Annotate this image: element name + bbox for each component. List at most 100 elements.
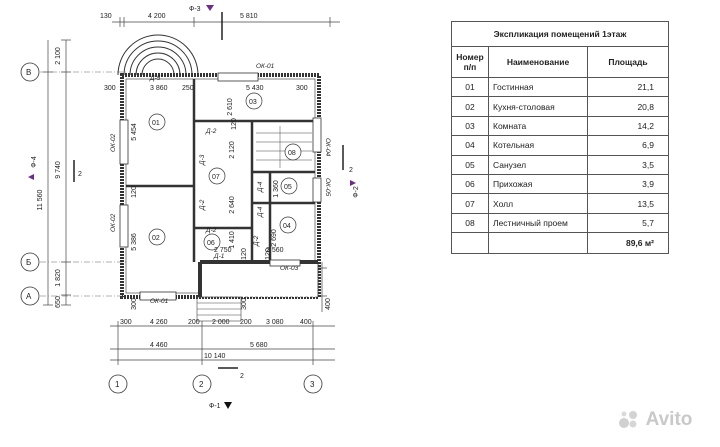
- axis-col-2: 2: [199, 380, 204, 389]
- table-total-row: 89,6 м²: [451, 232, 669, 255]
- bottom-dim-300: 300: [120, 319, 132, 326]
- section-label-left: Ф-4: [31, 156, 38, 168]
- table-row: 07 Холл 13,5: [451, 193, 669, 214]
- room-02: 02: [152, 235, 160, 242]
- axis-row-a: А: [26, 292, 32, 301]
- row-number: 01: [451, 76, 489, 98]
- room-08: 08: [288, 150, 296, 157]
- row-area: 14,2: [587, 115, 669, 137]
- avito-logo-icon: [619, 410, 637, 428]
- inner-dim-300-d: 300: [241, 298, 248, 310]
- window-label-top: ОК-01: [256, 63, 275, 70]
- door-label-d2-a: Д-2: [205, 128, 217, 135]
- bottom-dim-200-a: 200: [188, 319, 200, 326]
- top-dimension-line: [112, 17, 340, 27]
- section-mark-right: [342, 145, 356, 186]
- row-name: Гостинная: [488, 76, 588, 98]
- inner-dim-120-a: 120: [231, 118, 238, 130]
- total-area: 89,6 м²: [587, 232, 669, 255]
- room-explication-table: Экспликация помещений 1этаж Номер п/п На…: [451, 21, 669, 255]
- top-dim-5810: 5 810: [240, 13, 258, 20]
- door-label-d4-a: Д-4: [257, 181, 264, 193]
- header-name: Наименование: [488, 46, 588, 78]
- inner-dim-2750: 2 750: [214, 247, 232, 254]
- room-markers: [148, 92, 302, 251]
- door-label-d4-b: Д-4: [257, 206, 264, 218]
- inner-dim-250: 250: [182, 85, 194, 92]
- row-name: Санузел: [488, 154, 588, 175]
- row-name: Холл: [488, 193, 588, 214]
- left-dim-2100: 2 100: [55, 47, 62, 65]
- row-area: 21,1: [587, 76, 669, 98]
- left-dim-650: 650: [55, 296, 62, 308]
- porch-steps: [196, 296, 242, 322]
- inner-dim-300-b: 300: [296, 85, 308, 92]
- inner-dim-2610: 2 610: [227, 98, 234, 116]
- row-area: 6,9: [587, 135, 669, 156]
- axis-row-v: В: [26, 68, 31, 77]
- watermark-text: Avito: [645, 409, 693, 430]
- bottom-dim-2000: 2 000: [212, 319, 230, 326]
- window-label-porch: ОК-03: [280, 265, 299, 272]
- header-area: Площадь: [587, 46, 669, 78]
- section-label-bottom: Ф-1: [209, 403, 221, 410]
- total-empty-cell: [451, 232, 489, 255]
- windows: [119, 72, 322, 301]
- bottom-dim-400: 400: [300, 319, 312, 326]
- inner-dim-2560: 2 560: [266, 247, 284, 254]
- room-01: 01: [152, 120, 160, 127]
- bottom-dim-4260: 4 260: [150, 319, 168, 326]
- bottom-dim-4460: 4 460: [150, 342, 168, 349]
- inner-dim-120-b: 120: [131, 186, 138, 198]
- row-number: 07: [451, 193, 489, 214]
- inner-dim-2640: 2 640: [229, 196, 236, 214]
- section-arrow-icon: [350, 180, 356, 186]
- inner-stair: [256, 126, 312, 168]
- door-label-d3: Д-3: [199, 154, 206, 166]
- window-label-right-1: ОК-04: [324, 138, 331, 157]
- window-label-right-2: ОК-05: [324, 178, 331, 197]
- window-label-left-2: ОК-02: [110, 213, 117, 232]
- inner-dim-400: 400: [325, 298, 332, 310]
- table-header-row: Номер п/п Наименование Площадь: [451, 46, 669, 78]
- row-number: 04: [451, 135, 489, 156]
- table-row: 04 Котельная 6,9: [451, 135, 669, 156]
- inner-dim-1360: 1 360: [273, 180, 280, 198]
- total-empty-cell: [488, 232, 588, 255]
- section-label-top: Ф-3: [189, 6, 201, 13]
- section-arrow-icon: [224, 402, 232, 409]
- section-num-bottom: 2: [240, 373, 244, 380]
- left-dim-1820: 1 820: [55, 269, 62, 287]
- door-label-d1: Д-1: [213, 253, 225, 260]
- axis-row-lines: [40, 71, 126, 297]
- row-name: Прихожая: [488, 173, 588, 195]
- table-row: 06 Прихожая 3,9: [451, 173, 669, 195]
- row-number: 03: [451, 115, 489, 137]
- top-dim-130: 130: [100, 13, 112, 20]
- row-area: 20,8: [587, 96, 669, 117]
- left-dim-11560: 11 560: [37, 189, 44, 210]
- room-06: 06: [207, 240, 215, 247]
- section-num-right: 2: [349, 167, 353, 174]
- row-name: Комната: [488, 115, 588, 137]
- inner-dim-300-a: 300: [104, 85, 116, 92]
- bottom-dim-5680: 5 680: [250, 342, 268, 349]
- row-area: 3,9: [587, 173, 669, 195]
- bottom-dimension-lines: [110, 321, 335, 365]
- table-row: 03 Комната 14,2: [451, 115, 669, 137]
- inner-dim-3860: 3 860: [150, 85, 168, 92]
- inner-dim-1410: 1 410: [229, 231, 236, 249]
- door-label-d2-c: Д-2: [205, 227, 217, 234]
- row-name: Кухня-столовая: [488, 96, 588, 117]
- inner-dim-120-d: 120: [265, 248, 272, 260]
- room-05: 05: [284, 184, 292, 191]
- inner-dim-5386: 5 386: [131, 233, 138, 251]
- axis-row-markers: [20, 62, 40, 306]
- axis-col-1: 1: [115, 380, 120, 389]
- section-num-left: 2: [78, 171, 82, 178]
- inner-dim-2120: 2 120: [229, 141, 236, 159]
- section-mark-top: [206, 5, 223, 40]
- door-label-d2-b: Д-2: [199, 199, 206, 211]
- row-area: 13,5: [587, 193, 669, 214]
